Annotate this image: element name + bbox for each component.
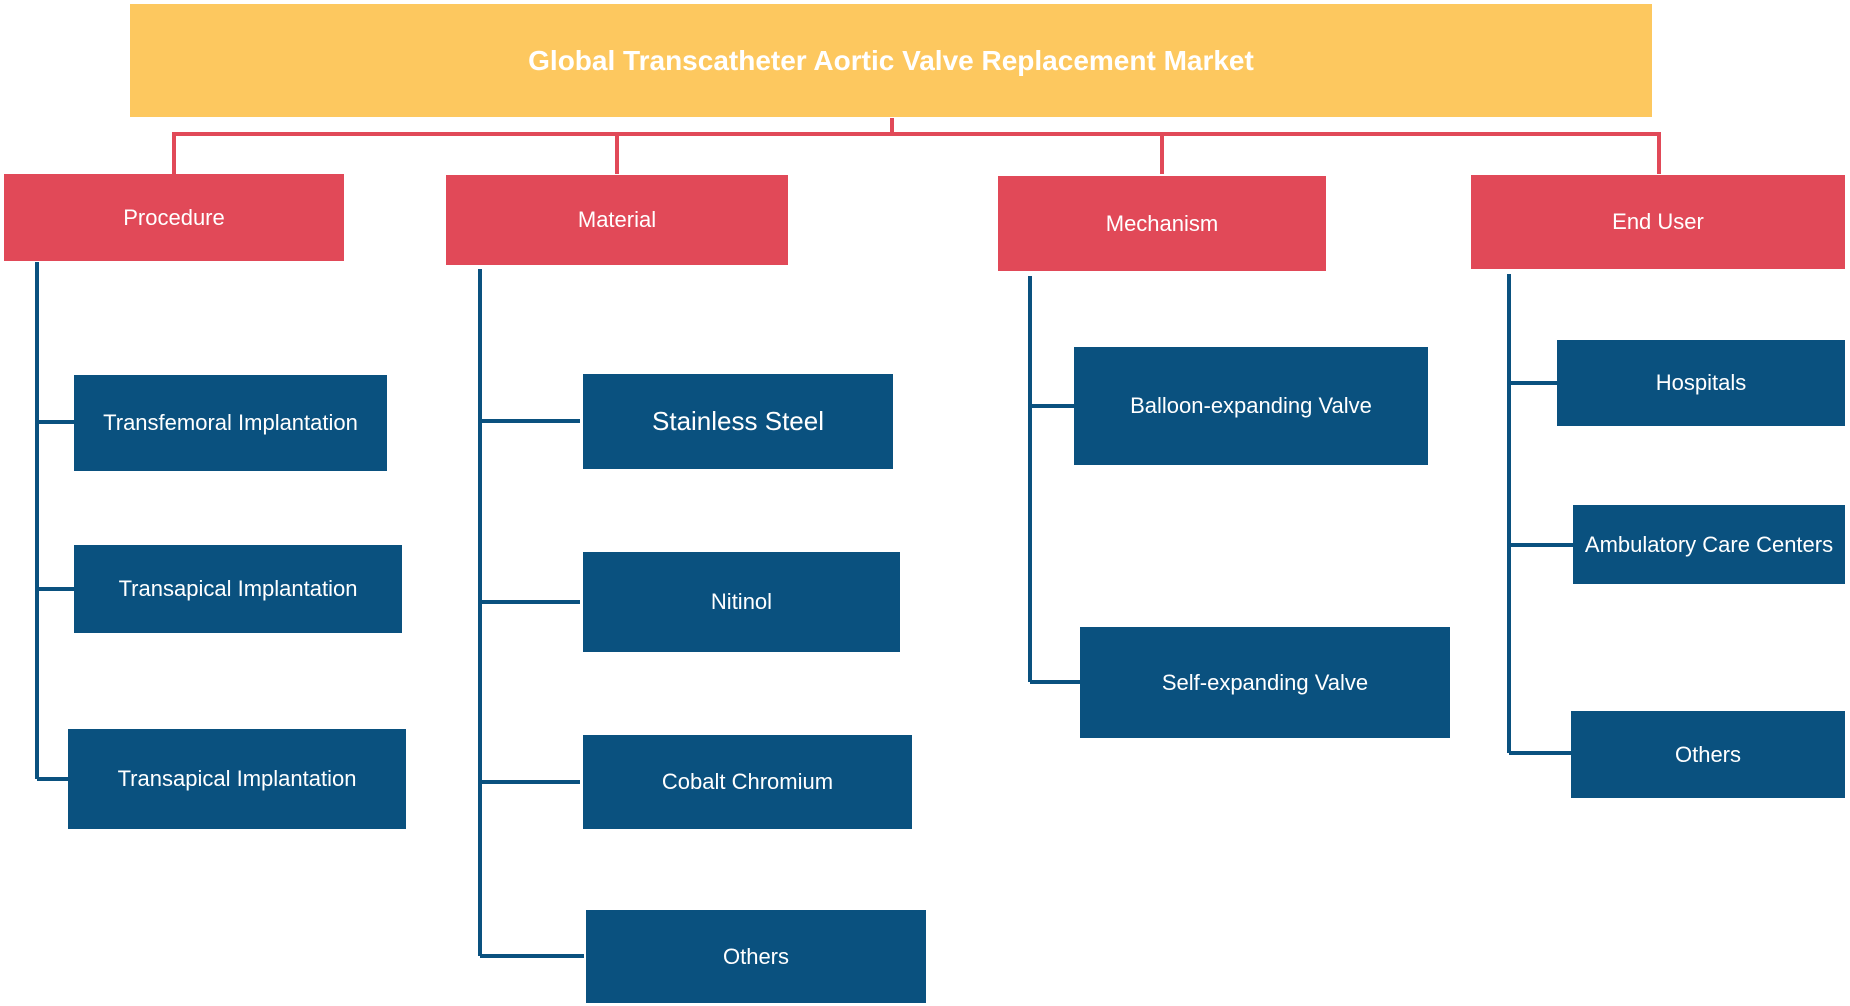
- procedure-item: Transfemoral Implantation: [74, 375, 387, 471]
- category-material: Material: [446, 175, 788, 265]
- mechanism-item: Self-expanding Valve: [1080, 627, 1450, 738]
- category-procedure: Procedure: [4, 174, 344, 261]
- diagram-title: Global Transcatheter Aortic Valve Replac…: [130, 4, 1652, 117]
- material-item: Cobalt Chromium: [583, 735, 912, 829]
- end-user-item: Hospitals: [1557, 340, 1845, 426]
- procedure-item: Transapical Implantation: [68, 729, 406, 829]
- material-item: Nitinol: [583, 552, 900, 652]
- end-user-item: Ambulatory Care Centers: [1573, 505, 1845, 584]
- end-user-item: Others: [1571, 711, 1845, 798]
- category-mechanism: Mechanism: [998, 176, 1326, 271]
- material-item: Stainless Steel: [583, 374, 893, 469]
- category-end-user: End User: [1471, 175, 1845, 269]
- procedure-item: Transapical Implantation: [74, 545, 402, 633]
- mechanism-item: Balloon-expanding Valve: [1074, 347, 1428, 465]
- material-item: Others: [586, 910, 926, 1003]
